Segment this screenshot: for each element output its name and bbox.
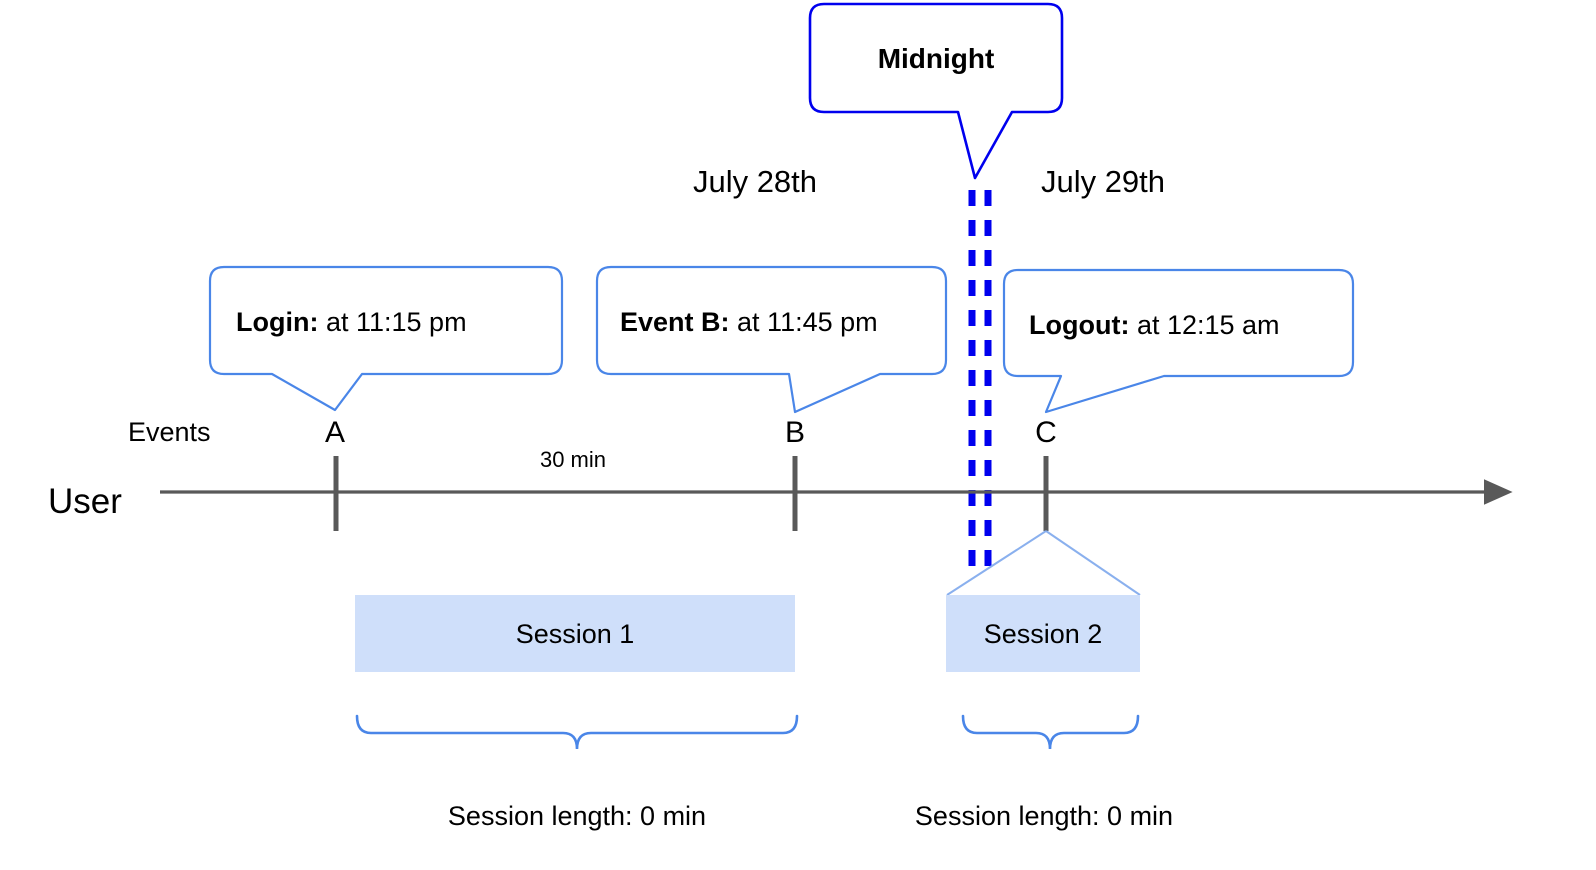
- event-b-callout-rest: at 11:45 pm: [730, 307, 878, 337]
- login-callout-rest: at 11:15 pm: [318, 307, 466, 337]
- session-1-bar: [355, 595, 795, 672]
- session-2-length-label: Session length: 0 min: [915, 801, 1173, 831]
- interval-duration-label: 30 min: [540, 447, 606, 472]
- event-b-callout-bubble: [595, 265, 948, 414]
- event-letter-a: A: [325, 416, 345, 449]
- logout-callout-bubble: [1002, 268, 1355, 414]
- midnight-callout-bubble: [808, 2, 1064, 180]
- event-b-callout-text: Event B: at 11:45 pm: [620, 307, 878, 337]
- logout-callout-bold: Logout:: [1029, 310, 1129, 340]
- login-callout-text: Login: at 11:15 pm: [236, 307, 467, 337]
- session-2-bar: [946, 595, 1140, 672]
- date-label-july-29: July 29th: [1041, 164, 1165, 199]
- events-row-label: Events: [128, 417, 211, 447]
- event-letter-c: C: [1035, 416, 1057, 449]
- session-2-bar-label: Session 2: [984, 619, 1103, 649]
- logout-callout-text: Logout: at 12:15 am: [1029, 310, 1280, 340]
- midnight-callout-label: Midnight: [878, 43, 995, 74]
- login-callout-bold: Login:: [236, 307, 318, 337]
- event-b-callout-bold: Event B:: [620, 307, 730, 337]
- midnight-callout: Midnight: [808, 2, 1064, 180]
- session-1-brace: [355, 714, 799, 750]
- session-2-brace: [961, 714, 1140, 750]
- user-axis-label: User: [48, 482, 122, 521]
- event-letter-b: B: [785, 416, 805, 449]
- session-1-bar-label: Session 1: [516, 619, 635, 649]
- session-2-connector-left: [946, 530, 1047, 596]
- date-label-july-28: July 28th: [693, 164, 817, 199]
- session-2-connector: [946, 530, 1141, 596]
- event-callout-logout: Logout: at 12:15 am: [1002, 268, 1355, 414]
- login-callout-bubble: [208, 265, 564, 412]
- logout-callout-rest: at 12:15 am: [1129, 310, 1279, 340]
- midnight-divider: [968, 190, 992, 580]
- event-callout-login: Login: at 11:15 pm: [208, 265, 564, 412]
- event-callout-event-b: Event B: at 11:45 pm: [595, 265, 948, 414]
- session-1-length-label: Session length: 0 min: [448, 801, 706, 831]
- session-2-connector-right: [1045, 530, 1141, 596]
